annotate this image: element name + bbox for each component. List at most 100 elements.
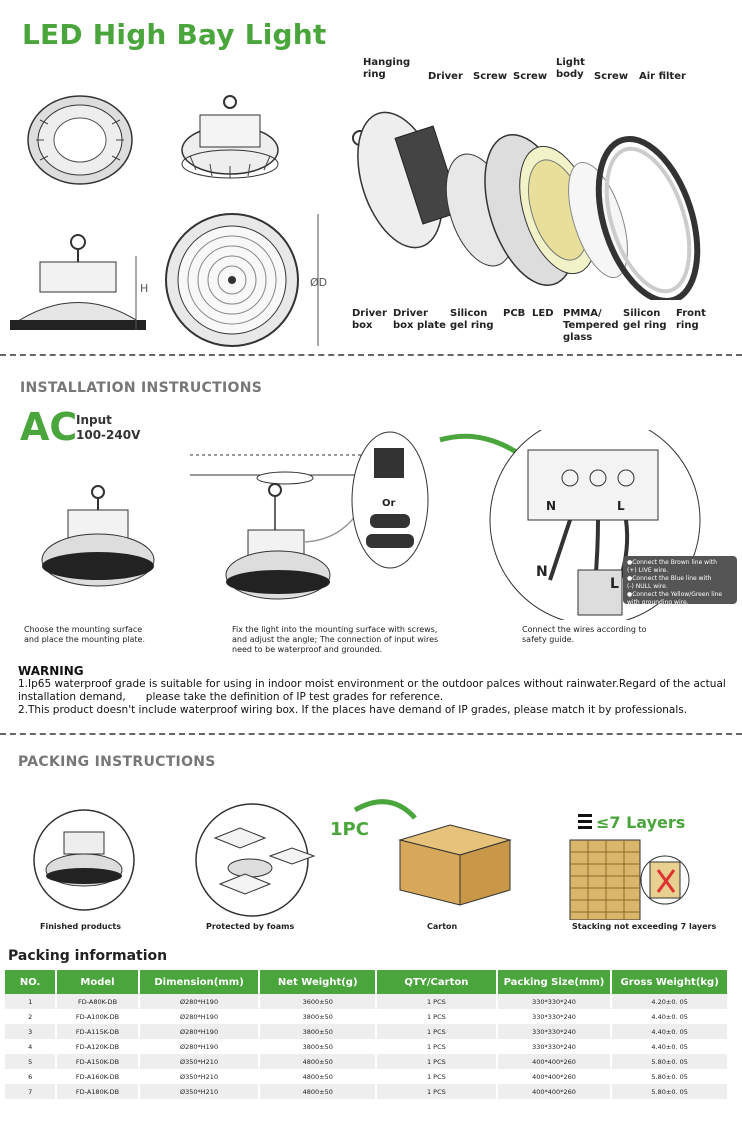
cell: 400*400*260	[497, 1054, 611, 1069]
label-driver: Driver	[428, 71, 463, 82]
cell: 1 PCS	[377, 1024, 496, 1039]
cell: 1	[5, 994, 56, 1009]
ceiling-image	[190, 454, 375, 485]
caption-stacking: Stacking not exceeding 7 layers	[572, 922, 717, 931]
cell: 3800±50	[260, 1024, 376, 1039]
warning-line: 2.This product doesn't include waterproo…	[18, 704, 688, 716]
cell: Ø280*H190	[139, 994, 259, 1009]
wire-note: ●Connect the Yellow/Green line	[627, 591, 723, 598]
cell: 4.40±0. 05	[612, 1009, 727, 1024]
caption-finished-products: Finished products	[40, 922, 121, 931]
section-divider	[0, 354, 742, 356]
caption-carton: Carton	[427, 922, 458, 931]
height-label: H	[140, 282, 148, 295]
wire-note: with grounding wire.	[627, 599, 689, 606]
terminal-n-label: N	[546, 499, 556, 513]
col-header: Packing Size(mm)	[497, 970, 611, 994]
carton-image	[398, 824, 512, 906]
warning-heading: WARNING	[18, 664, 84, 678]
cell: FD-A115K-DB	[57, 1024, 138, 1039]
cell: 3800±50	[260, 1009, 376, 1024]
cell: 4800±50	[260, 1054, 376, 1069]
cell: 4	[5, 1039, 56, 1054]
layers-label: ≤7 Layers	[596, 813, 685, 832]
label-led: LED	[532, 308, 554, 319]
step2-light-image	[225, 483, 371, 600]
cell: 1 PCS	[377, 994, 496, 1009]
wire-note: ●Connect the Blue line with	[627, 575, 712, 582]
diameter-label: ØD	[310, 276, 327, 289]
cell: 1 PCS	[377, 1084, 496, 1099]
input-label: Input	[76, 413, 112, 427]
cell: 7	[5, 1084, 56, 1099]
cell: Ø350*H210	[139, 1084, 259, 1099]
light-front-view-image: ØD	[165, 213, 327, 347]
cell: 4.40±0. 05	[612, 1039, 727, 1054]
packing-heading: PACKING INSTRUCTIONS	[18, 754, 216, 770]
cell: 1 PCS	[377, 1069, 496, 1084]
packing-diagram: 1PC ≤7 Layers	[33, 799, 690, 920]
cell: 5	[5, 1054, 56, 1069]
wire-note: (-) NULL wire.	[627, 583, 668, 590]
label-pcb: PCB	[503, 308, 526, 319]
cell: FD-A120K-DB	[57, 1039, 138, 1054]
cell: FD-A80K-DB	[57, 994, 138, 1009]
cell: 2	[5, 1009, 56, 1024]
cell: FD-A160K-DB	[57, 1069, 138, 1084]
exploded-view-image	[352, 111, 701, 300]
cell: 4800±50	[260, 1069, 376, 1084]
wire-notes-box: ●Connect the Brown line with (+) LIVE wi…	[623, 556, 737, 606]
finished-product-image	[33, 809, 135, 911]
cell: Ø280*H190	[139, 1039, 259, 1054]
label-screw-1: Screw	[473, 71, 508, 82]
cell: 5.80±0. 05	[612, 1084, 727, 1099]
light-angle-view-image	[181, 95, 279, 179]
cell: 5.80±0. 05	[612, 1054, 727, 1069]
cell: Ø280*H190	[139, 1009, 259, 1024]
col-header: Dimension(mm)	[139, 970, 259, 994]
col-header: Model	[57, 970, 138, 994]
cell: Ø350*H210	[139, 1054, 259, 1069]
cell: Ø350*H210	[139, 1069, 259, 1084]
green-arrow-icon	[353, 799, 417, 820]
cell: 3	[5, 1024, 56, 1039]
warning-line: 1.Ip65 waterproof grade is suitable for …	[18, 678, 726, 690]
cell: 1 PCS	[377, 1039, 496, 1054]
cell: 3800±50	[260, 1039, 376, 1054]
cell: FD-A180K-DB	[57, 1084, 138, 1099]
cell: 6	[5, 1069, 56, 1084]
section-divider	[0, 733, 742, 735]
cell: 4.40±0. 05	[612, 1024, 727, 1039]
col-header: QTY/Carton	[377, 970, 496, 994]
cell: 4.20±0. 05	[612, 994, 727, 1009]
col-header: NO.	[5, 970, 56, 994]
col-header: Net Weight(g)	[260, 970, 376, 994]
wire-n-label: N	[536, 564, 548, 580]
wire-note: (+) LIVE wire.	[627, 567, 669, 574]
input-spec: Input 100-240V	[76, 413, 140, 443]
packing-info-table: NO. Model Dimension(mm) Net Weight(g) QT…	[3, 970, 729, 1099]
cell: 3600±50	[260, 994, 376, 1009]
cell: 330*330*240	[497, 994, 611, 1009]
page-title: LED High Bay Light	[22, 18, 327, 51]
wire-note: ●Connect the Brown line with	[627, 559, 717, 566]
cell: FD-A100K-DB	[57, 1009, 138, 1024]
cell: 5.80±0. 05	[612, 1069, 727, 1084]
connector-options-image: Or	[351, 431, 429, 569]
ac-label: AC	[20, 405, 78, 449]
label-screw-2: Screw	[513, 71, 548, 82]
one-pc-label: 1PC	[330, 819, 369, 840]
or-label: Or	[382, 498, 396, 509]
